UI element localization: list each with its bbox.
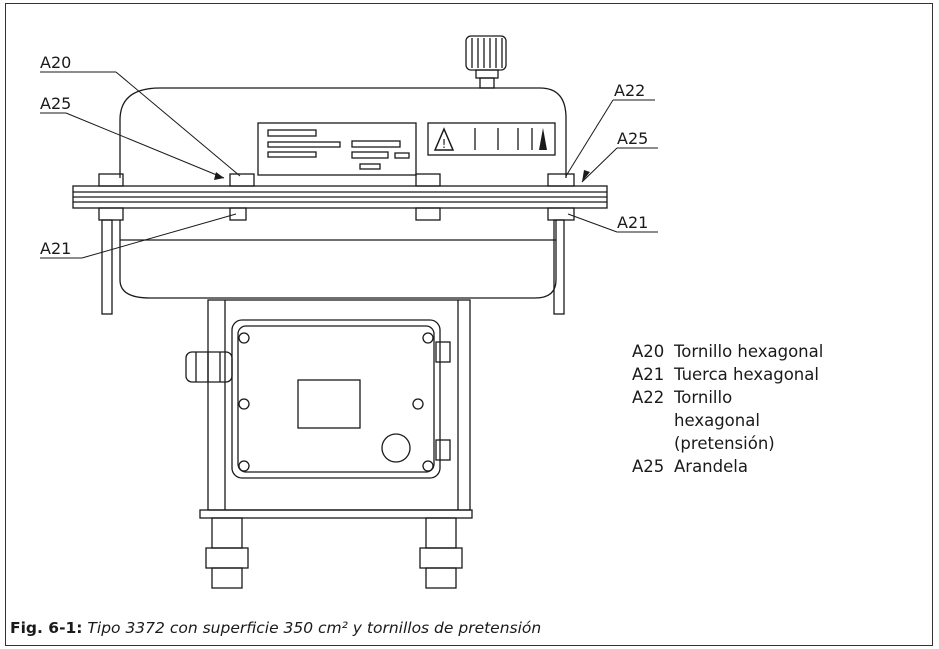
terminal-box <box>231 319 441 479</box>
callout-a22: A22 <box>614 81 645 100</box>
tie-rod <box>553 219 565 315</box>
vent-knob <box>465 35 507 89</box>
legend-code: A22 <box>632 388 665 407</box>
base-plate <box>199 509 473 519</box>
caption-text: Tipo 3372 con superficie 350 cm² y torni… <box>87 619 542 637</box>
tie-rod <box>101 219 113 315</box>
warning-exclamation-icon: ! <box>442 137 447 151</box>
caption-label: Fig. 6-1: <box>10 619 83 637</box>
legend-text: Arandela <box>674 457 748 476</box>
nameplate <box>257 122 417 176</box>
hex-bolt <box>98 173 124 187</box>
warning-triangle-icon <box>433 127 455 151</box>
hex-bolt <box>547 173 575 187</box>
legend-text: Tornillo hexagonal <box>674 342 824 361</box>
figure-caption: Fig. 6-1: Tipo 3372 con superficie 350 c… <box>10 619 541 637</box>
parts-legend: A20 Tornillo hexagonal A21 Tuerca hexago… <box>632 340 894 478</box>
lower-housing <box>119 220 557 299</box>
upper-housing <box>119 87 567 178</box>
hex-nut <box>415 207 441 221</box>
legend-text: Tuerca hexagonal <box>674 365 819 384</box>
legend-text: Tornillo hexagonal (pretensión) <box>674 388 775 453</box>
legend-code: A21 <box>632 365 665 384</box>
legend-code: A20 <box>632 342 665 361</box>
hex-nut <box>98 207 124 221</box>
hex-nut <box>229 207 247 221</box>
cable-gland <box>185 351 233 383</box>
hinge <box>435 341 451 363</box>
warning-triangle-icon <box>539 128 547 150</box>
hex-nut <box>547 207 575 221</box>
leader-lines <box>40 71 658 259</box>
hex-bolt <box>415 173 441 187</box>
callout-a25-right: A25 <box>617 129 648 148</box>
arrowhead-icon <box>214 172 224 180</box>
legend-row: A20 Tornillo hexagonal <box>632 340 894 363</box>
callout-a21-left: A21 <box>40 239 71 258</box>
callout-a25-left: A25 <box>40 94 71 113</box>
legend-code: A25 <box>632 457 665 476</box>
legend-row: A22 Tornillo hexagonal (pretensión) <box>632 386 894 455</box>
air-fitting <box>419 517 463 589</box>
figure-frame <box>5 3 933 646</box>
air-fitting <box>205 517 249 589</box>
hinge <box>435 439 451 461</box>
callout-a21-right: A21 <box>617 213 648 232</box>
legend-row: A21 Tuerca hexagonal <box>632 363 894 386</box>
legend-row: A25 Arandela <box>632 455 894 478</box>
warning-plate <box>427 122 556 156</box>
hex-bolt <box>229 173 255 187</box>
arrowhead-icon <box>582 170 590 182</box>
callout-a20: A20 <box>40 53 71 72</box>
